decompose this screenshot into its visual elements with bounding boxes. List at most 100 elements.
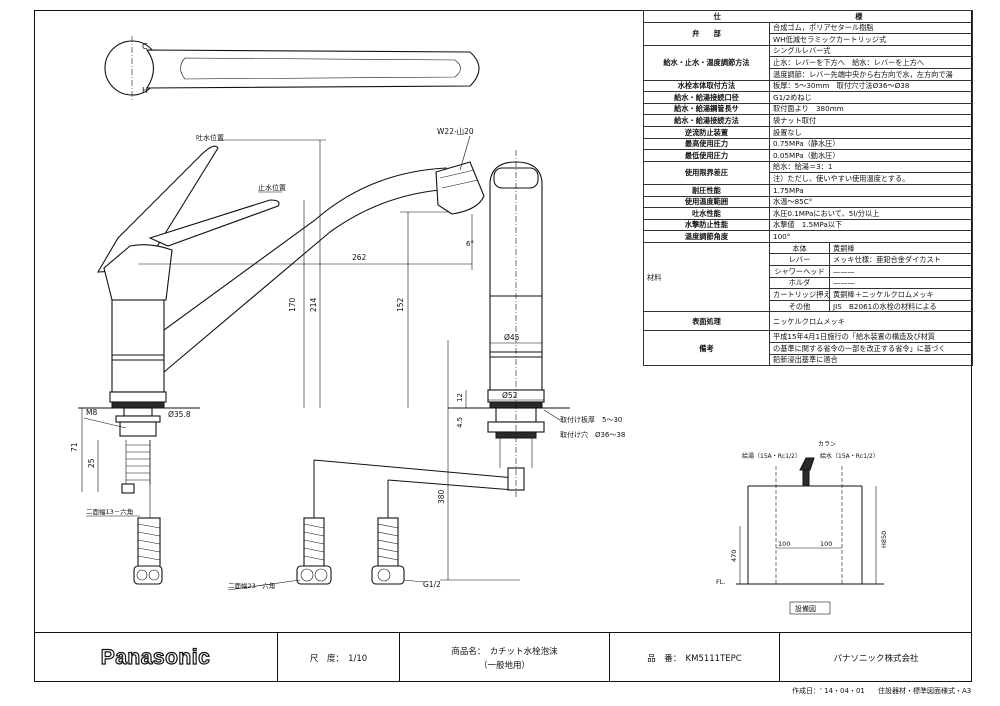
spec-row: 弁 部合成ゴム，ポリアセタール樹脂: [643, 21, 974, 46]
title-block: Panasonic 尺 度： 1/10 商品名： カチット水栓泡沫 （一般地用）…: [34, 632, 972, 682]
spec-label: 水撃防止性能: [643, 218, 770, 232]
spec-value: 1.75MPa: [768, 183, 974, 197]
label-m8: M8: [86, 408, 97, 417]
brand-logo: Panasonic: [100, 645, 211, 669]
spec-label: 水栓本体取付方法: [643, 79, 770, 93]
spec-value: WH低減セラミックカートリッジ式: [768, 33, 974, 46]
side-view-faucet: [78, 145, 485, 585]
remarks-value: 鉛新浸出基準に適合: [768, 353, 974, 367]
spec-label: 給水・給湯接続口径: [643, 91, 770, 104]
spec-row: 水栓本体取付方法板厚：5～30mm 取付穴寸法Ø36～Ø38: [643, 79, 974, 93]
product-cell: 商品名： カチット水栓泡沫 （一般地用）: [400, 633, 610, 682]
dim-262: 262: [352, 253, 367, 262]
spec-label: 吐水性能: [643, 207, 770, 220]
label-hex13: 二面幅13－六角: [86, 507, 133, 516]
install-dim-100-left: 100: [778, 540, 790, 548]
top-view-mark-h: H: [142, 86, 148, 95]
label-g12: G1/2: [423, 580, 441, 589]
scale-cell: 尺 度： 1/10: [278, 633, 400, 682]
install-fl: FL.: [716, 578, 725, 586]
callouts: 吐水位置 止水位置 W22-山20 6° M8 二面幅13－六角 二面幅23－六…: [83, 126, 625, 591]
materials-label: 材料: [643, 241, 770, 313]
dim-71: 71: [70, 442, 79, 452]
install-dim-470: 470: [730, 550, 738, 562]
spec-label: 使用温度範囲: [643, 195, 770, 209]
material-value: ———: [828, 265, 974, 278]
label-mount-hole: 取付け穴 Ø36～38: [560, 430, 625, 439]
dim-4-5: 4.5: [456, 417, 464, 428]
spec-value: 設置なし: [768, 125, 974, 139]
label-angle: 6°: [466, 240, 474, 248]
spec-row: 吐水性能水圧0.1MPaにおいて、5l/分以上: [643, 207, 974, 220]
part-number-cell: 品 番： KM5111TEPC: [610, 633, 780, 682]
product-sub: （一般地用）: [478, 660, 530, 671]
install-dim-100-right: 100: [820, 540, 832, 548]
material-part: その他: [769, 299, 830, 313]
dim-25: 25: [87, 458, 96, 468]
form-note: 住設器材・標準図面様式・A3: [878, 687, 972, 695]
spec-row: 給水・給湯鋼管長サ取付面より 380mm: [643, 102, 974, 116]
part-number: 品 番： KM5111TEPC: [647, 653, 742, 664]
spec-value: 0.05MPa（動水圧）: [768, 149, 974, 162]
spec-label: 最低使用圧力: [643, 149, 770, 162]
spec-value: 止水：レバーを下方へ 給水：レバーを上方へ: [768, 56, 974, 69]
material-part: 本体: [769, 241, 830, 255]
spec-label: 耐圧性能: [643, 183, 770, 197]
remarks-value: 平成15年4月1日施行の「給水装置の構造及び材質: [768, 330, 974, 344]
spec-value: 温度調節：レバー先端中央から右方向で水，左方向で湯: [768, 67, 974, 81]
hose-assemblies: [296, 459, 515, 585]
spec-value: シングルレバー式: [768, 44, 974, 58]
install-caption: 設備図: [795, 604, 816, 613]
spec-value: 水温～85C°: [768, 195, 974, 209]
dim-214: 214: [309, 297, 318, 312]
dim-52: Ø52: [502, 391, 518, 400]
install-label-cold: 給水（15A・Rc1/2）: [820, 452, 879, 460]
creation-date: 作成日：' 14・04・01: [792, 687, 865, 695]
spec-value: 袋ナット取付: [768, 114, 974, 127]
spec-row: WH低減セラミックカートリッジ式: [644, 33, 974, 46]
label-hex23: 二面幅23－六角: [228, 581, 275, 590]
dim-45: Ø45: [504, 333, 520, 342]
spec-row: 逆流防止装置設置なし: [643, 125, 974, 139]
spec-label: 最高使用圧力: [643, 137, 770, 151]
material-part: カートリッジ押え: [769, 288, 830, 301]
dim-12: 12: [456, 393, 464, 402]
company-name: パナソニック株式会社: [833, 653, 919, 664]
label-thread: W22-山20: [437, 126, 474, 136]
spec-label: 給水・止水・温度調節方法: [643, 44, 770, 81]
material-row: 材料本体黄銅棒: [643, 241, 974, 313]
spec-value: 水圧0.1MPaにおいて、5l/分以上: [768, 207, 974, 220]
spec-row: 水撃防止性能水撃値 1.5MPa以下: [643, 218, 974, 232]
surface-label: 表面処理: [643, 311, 770, 332]
material-value: 黄銅棒: [828, 241, 974, 255]
label-spout-position: 吐水位置: [196, 133, 224, 142]
material-row: シャワーヘッド———: [644, 265, 974, 278]
install-dim-850: H850: [880, 531, 888, 548]
spec-label: 温度調節角度: [643, 230, 770, 243]
material-value: メッキ仕様：亜鉛合金ダイカスト: [828, 253, 974, 267]
company-cell: パナソニック株式会社: [780, 633, 972, 682]
spec-label: 逆流防止装置: [643, 125, 770, 139]
material-row: カートリッジ押え黄銅棒＋ニッケルクロムメッキ: [644, 288, 974, 301]
material-value: ———: [828, 276, 974, 290]
dim-380: 380: [437, 489, 446, 504]
remarks-value: の基準に関する省令の一部を改正する省令」に基づく: [768, 342, 974, 355]
spec-label: 使用限界差圧: [643, 160, 770, 185]
spec-value: 給水：給湯＝3：1: [768, 160, 974, 174]
front-view-faucet: [448, 150, 570, 498]
spec-value: 取付面より 380mm: [768, 102, 974, 116]
surface-row: 表面処理ニッケルクロムメッキ: [643, 311, 974, 332]
spec-row: 使用温度範囲水温～85C°: [643, 195, 974, 209]
material-part: ホルダ: [769, 276, 830, 290]
top-view-mark-c: C: [142, 42, 148, 51]
material-part: レバー: [769, 253, 830, 267]
spec-value: 板厚：5～30mm 取付穴寸法Ø36～Ø38: [768, 79, 974, 93]
dim-170: 170: [288, 297, 297, 312]
